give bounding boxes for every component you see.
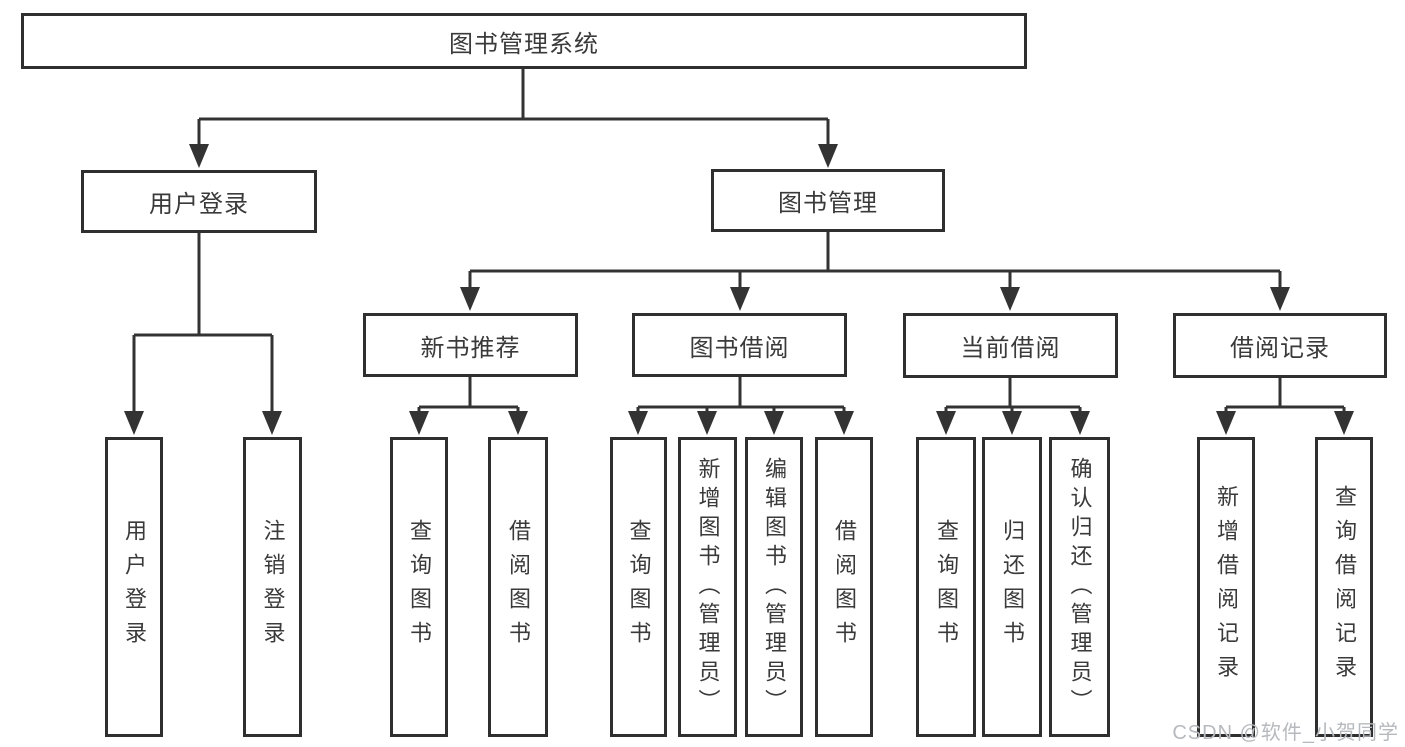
- node-label: 确认归还（管理员）: [1067, 456, 1093, 718]
- node-borrow-records: 借阅记录: [1173, 313, 1387, 378]
- node-root: 图书管理系统: [21, 13, 1027, 69]
- node-label: 新书推荐: [420, 334, 521, 362]
- leaf-query-borrow-record: 查询借阅记录: [1315, 437, 1373, 737]
- node-label: 查询图书: [934, 519, 959, 655]
- node-label: 用户登录: [122, 519, 147, 655]
- node-label: 查询借阅记录: [1332, 485, 1357, 689]
- node-user-login: 用户登录: [81, 170, 317, 233]
- node-label: 新增借阅记录: [1214, 485, 1239, 689]
- node-label: 图书管理: [778, 190, 878, 217]
- leaf-edit-book-admin: 编辑图书（管理员）: [745, 437, 803, 737]
- leaf-user-login: 用户登录: [105, 437, 163, 737]
- node-label: 归还图书: [1000, 519, 1025, 655]
- leaf-query-books-current: 查询图书: [916, 437, 976, 737]
- leaf-confirm-return-admin: 确认归还（管理员）: [1049, 437, 1110, 737]
- leaf-query-books-recommend: 查询图书: [390, 437, 448, 737]
- node-label: 注销登录: [260, 519, 286, 655]
- leaf-add-borrow-record: 新增借阅记录: [1197, 437, 1255, 737]
- node-book-management: 图书管理: [711, 169, 945, 232]
- node-label: 当前借阅: [960, 335, 1061, 362]
- node-label: 用户登录: [149, 191, 249, 218]
- arrowheads: [124, 144, 1354, 435]
- leaf-return-books: 归还图书: [982, 437, 1042, 737]
- leaf-logout: 注销登录: [243, 437, 302, 737]
- node-label: 图书管理系统: [449, 30, 599, 58]
- leaf-add-book-admin: 新增图书（管理员）: [678, 437, 737, 737]
- node-label: 编辑图书（管理员）: [762, 456, 787, 718]
- node-label: 借阅图书: [832, 519, 857, 655]
- node-book-borrow: 图书借阅: [632, 313, 847, 377]
- leaf-borrow-books-recommend: 借阅图书: [488, 437, 548, 737]
- node-label: 借阅记录: [1230, 335, 1330, 362]
- leaf-borrow-books-borrow: 借阅图书: [815, 437, 873, 737]
- node-label: 借阅图书: [506, 519, 531, 655]
- node-current-borrow: 当前借阅: [903, 313, 1118, 378]
- node-label: 查询图书: [626, 519, 652, 655]
- csdn-watermark: CSDN @软件_小贺同学: [1172, 722, 1399, 744]
- node-label: 图书借阅: [689, 334, 790, 362]
- node-new-book-recommend: 新书推荐: [363, 313, 578, 377]
- node-label: 查询图书: [407, 519, 432, 655]
- node-label: 新增图书（管理员）: [695, 456, 721, 718]
- leaf-query-books-borrow: 查询图书: [610, 437, 667, 737]
